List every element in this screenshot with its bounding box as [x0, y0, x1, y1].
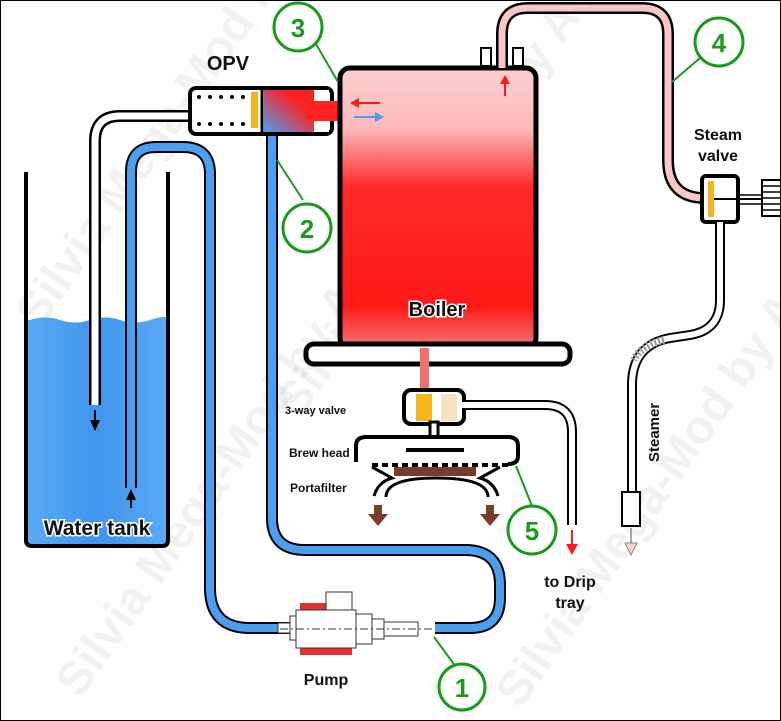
- callout-circle: [506, 504, 558, 556]
- steamer-label: Steamer: [646, 403, 663, 462]
- brew-head: Brew head: [289, 420, 520, 467]
- steam-knob-icon[interactable]: [761, 179, 781, 217]
- opv-port-bottom: [314, 121, 329, 132]
- pump: Pump: [277, 591, 435, 689]
- three-way-valve-label: 3-way valve: [285, 405, 346, 417]
- steam-valve-piston: [708, 181, 714, 217]
- boiler-base: [303, 341, 573, 367]
- up-arrow-icon: [126, 489, 136, 500]
- steam-fitting-left: [480, 47, 492, 67]
- down-arrow-icon: [368, 505, 388, 526]
- callout-circle: [281, 202, 333, 254]
- up-arrow-icon: [500, 75, 510, 84]
- pump-label: Pump: [304, 672, 349, 689]
- drip-pipe-outline: [462, 400, 577, 525]
- steam-pipe-group: [480, 2, 706, 204]
- pressure-pipe: [268, 135, 504, 632]
- opv-piston: [251, 92, 258, 128]
- boiler-outlet-pipe: [420, 348, 429, 392]
- steamer-grip: [630, 336, 666, 362]
- portafilter-label: Portafilter: [290, 481, 347, 495]
- drip-tray-label-line2: tray: [555, 595, 584, 612]
- opv-outlet: [306, 101, 344, 121]
- drip-pipe: [462, 402, 575, 525]
- opv-spring-dots: [197, 95, 245, 126]
- callout-circle: [272, 1, 324, 53]
- steam-valve-label-line1: Steam: [694, 127, 742, 144]
- down-arrow-icon: [566, 544, 578, 555]
- down-arrow-icon: [624, 542, 638, 557]
- portafilter-left-wall: [371, 465, 396, 497]
- portafilter-right-wall: [476, 465, 501, 497]
- callout-4: 4: [671, 16, 745, 83]
- callout-5: 5: [506, 465, 558, 556]
- three-way-valve-port: [441, 394, 457, 421]
- callout-number: 3: [291, 13, 305, 43]
- callout-3: 3: [272, 1, 339, 83]
- opv-valve: OPV: [188, 53, 344, 136]
- drip-tray-label-line1: to Drip: [544, 574, 596, 591]
- opv-port-top: [314, 90, 329, 101]
- callout-circle: [437, 662, 487, 712]
- opv-return-pipe: [91, 112, 190, 405]
- left-arrow-icon: [350, 98, 359, 108]
- callout-number: 4: [712, 28, 727, 58]
- callout-leader: [671, 57, 701, 83]
- steamer-pipe: [629, 222, 723, 495]
- callout-leader: [433, 636, 457, 668]
- callout-2: 2: [276, 159, 333, 254]
- steam-fitting-right: [512, 47, 524, 67]
- down-arrow-icon: [480, 505, 500, 526]
- callout-circle: [693, 16, 745, 68]
- callout-1: 1: [433, 636, 487, 712]
- pump-connector: [325, 591, 353, 611]
- boiler-label: Boiler: [409, 299, 466, 321]
- callout-number: 5: [525, 516, 539, 546]
- callout-leader: [515, 465, 533, 507]
- down-arrow-icon: [90, 420, 100, 431]
- water-tank-label: Water tank: [44, 517, 151, 540]
- brew-head-label: Brew head: [289, 446, 350, 460]
- right-arrow-icon: [375, 112, 384, 122]
- steamer-tip: [621, 491, 641, 527]
- callout-leader: [315, 43, 339, 83]
- steam-valve: Steam valve: [694, 127, 781, 224]
- opv-label: OPV: [207, 53, 250, 75]
- callout-leader: [276, 159, 304, 201]
- steamer-wand: Steamer: [621, 222, 725, 557]
- suction-pipe: [127, 143, 300, 632]
- callout-number: 1: [455, 673, 469, 703]
- callout-number: 2: [300, 214, 314, 244]
- portafilter-spout: [384, 476, 490, 498]
- coffee-puck: [394, 467, 476, 476]
- steam-pipe: [498, 4, 706, 202]
- tank-walls: [24, 172, 170, 548]
- portafilter: Portafilter: [290, 465, 501, 526]
- steam-valve-label-line2: valve: [698, 148, 738, 165]
- boiler: Boiler: [303, 65, 573, 392]
- opv-chamber: [264, 90, 314, 132]
- three-way-valve-piston: [416, 394, 432, 421]
